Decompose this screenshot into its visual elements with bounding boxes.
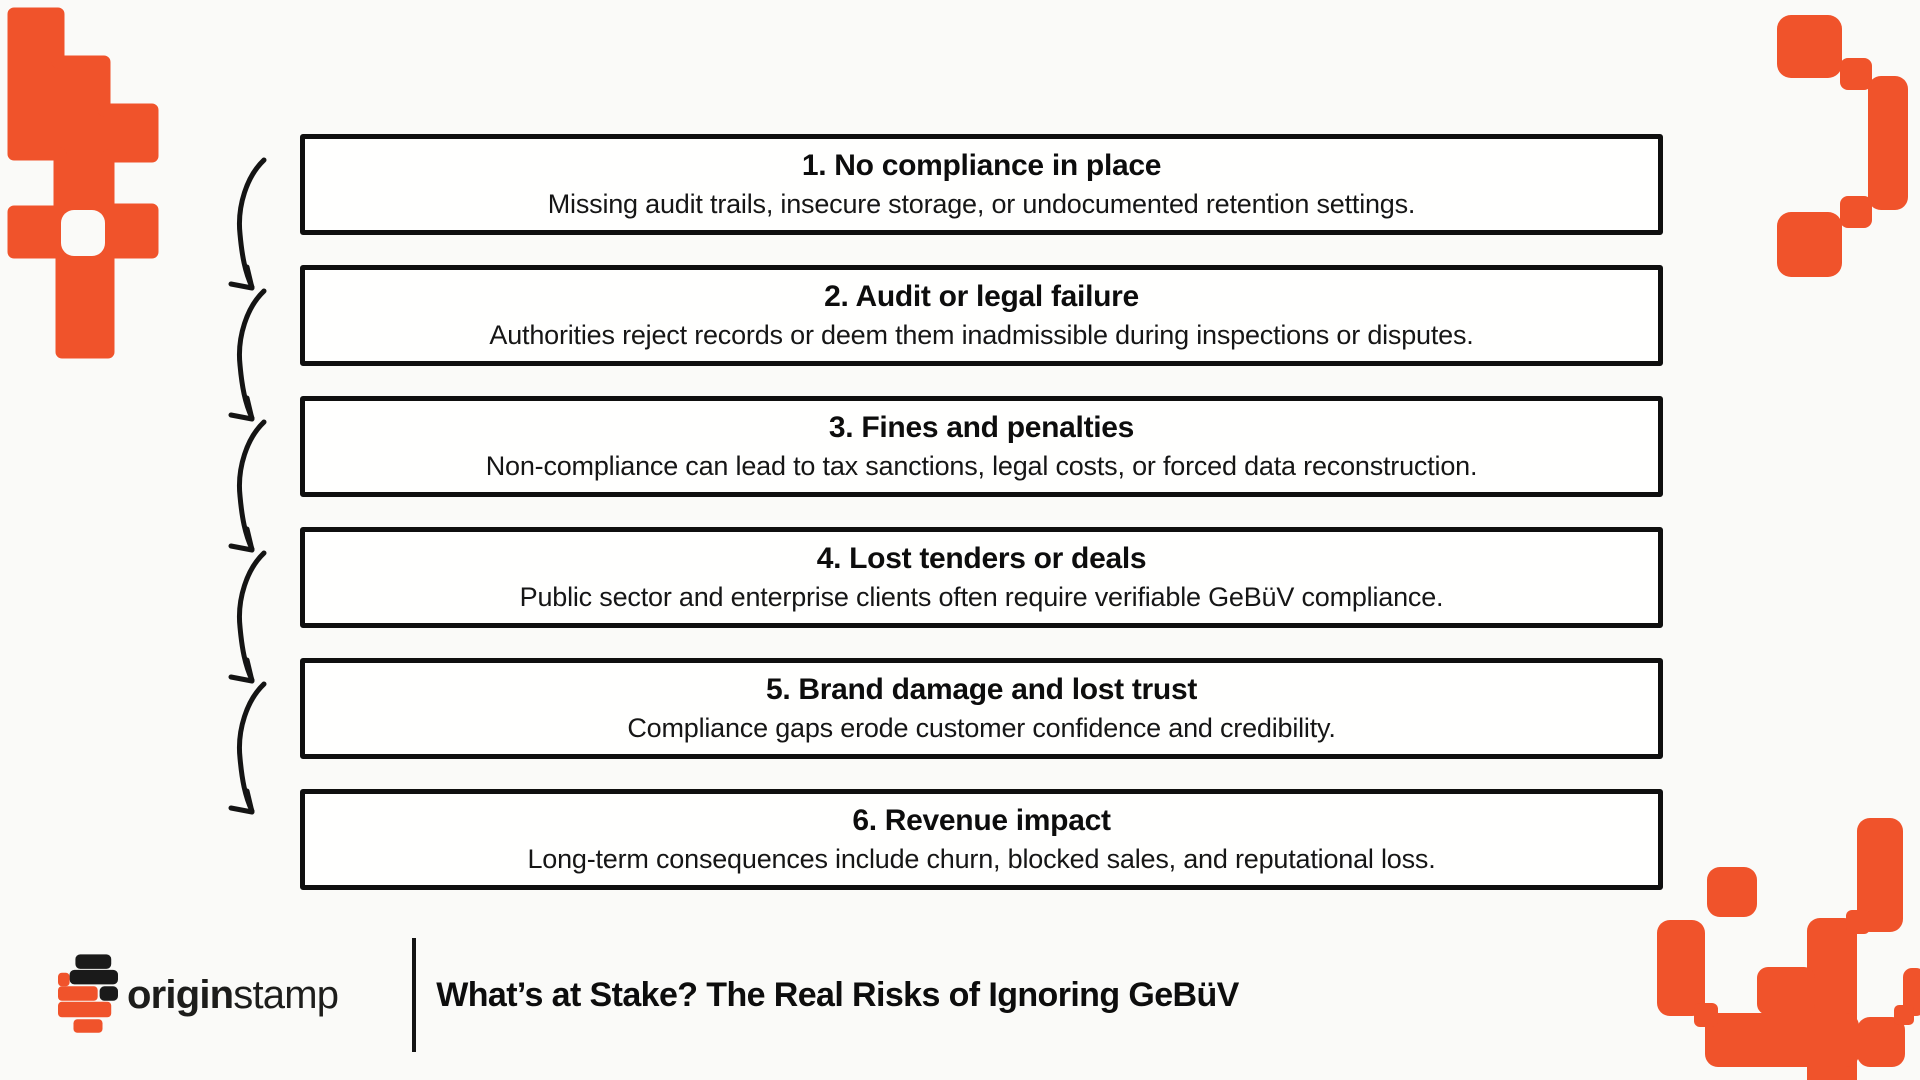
flow-arrow [228, 419, 267, 553]
risk-box-1: 1. No compliance in place Missing audit … [300, 134, 1663, 235]
risk-box-3: 3. Fines and penalties Non-compliance ca… [300, 396, 1663, 497]
brand-wordmark-regular: stamp [233, 972, 339, 1017]
flow-arrow [228, 157, 267, 291]
flow-arrow [228, 288, 267, 422]
risk-box-description: Long-term consequences include churn, bl… [527, 843, 1436, 874]
pixel-cluster-top-right-icon [1777, 15, 1908, 277]
risk-box-4: 4. Lost tenders or deals Public sector a… [300, 527, 1663, 628]
risk-box-6: 6. Revenue impact Long-term consequences… [300, 789, 1663, 890]
originstamp-logo-icon [58, 954, 118, 1033]
risk-box-2: 2. Audit or legal failure Authorities re… [300, 265, 1663, 366]
brand-wordmark-bold: origin [127, 972, 234, 1017]
risk-box-description: Non-compliance can lead to tax sanctions… [485, 450, 1478, 481]
risk-box-title: 5. Brand damage and lost trust [765, 673, 1198, 707]
risk-box-title: 2. Audit or legal failure [824, 280, 1139, 314]
risk-box-title: 6. Revenue impact [852, 804, 1111, 838]
risk-box-description: Compliance gaps erode customer confidenc… [627, 712, 1336, 743]
risk-box-description: Public sector and enterprise clients oft… [519, 581, 1444, 612]
risk-box-title: 3. Fines and penalties [828, 411, 1135, 445]
originstamp-brand: originstamp [58, 954, 339, 1036]
risk-box-description: Authorities reject records or deem them … [489, 319, 1474, 350]
risk-box-description: Missing audit trails, insecure storage, … [547, 188, 1416, 219]
risk-box-title: 1. No compliance in place [801, 149, 1162, 183]
footer: originstamp What’s at Stake? The Real Ri… [58, 938, 1239, 1052]
footer-divider [412, 938, 417, 1052]
risk-box-5: 5. Brand damage and lost trust Complianc… [300, 658, 1663, 759]
flow-arrows [228, 157, 267, 815]
flow-arrow [228, 550, 267, 684]
pixel-cluster-bottom-right-icon [1657, 818, 1920, 1080]
risk-steps-list: 1. No compliance in place Missing audit … [300, 134, 1663, 920]
brand-wordmark: originstamp [127, 972, 339, 1018]
flow-arrow [228, 681, 267, 815]
risk-box-title: 4. Lost tenders or deals [816, 542, 1147, 576]
infographic-title: What’s at Stake? The Real Risks of Ignor… [436, 975, 1239, 1014]
